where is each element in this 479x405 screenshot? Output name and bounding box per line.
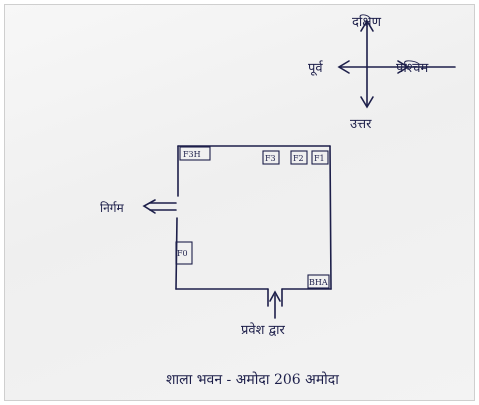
compass-north-label: दक्षिण — [352, 14, 382, 30]
south-arrowhead — [360, 96, 374, 109]
exit-marker: निर्गम — [100, 199, 177, 215]
entrance-marker: प्रवेश द्वार — [241, 288, 285, 338]
room-bha-box — [307, 274, 330, 289]
east-arrowhead — [397, 60, 410, 74]
room-f3h-label: F3H — [183, 150, 201, 159]
room-f3h: F3H — [179, 146, 211, 161]
room-f3h-box — [179, 146, 211, 161]
building-outline — [175, 145, 332, 290]
compass-west-label: पूर्व — [308, 60, 324, 76]
room-f1-label: F1 — [314, 154, 325, 163]
room-f0: F0 — [175, 241, 193, 265]
exit-arrowhead — [142, 199, 156, 214]
room-f0-label: F0 — [177, 249, 188, 258]
room-f2-box — [290, 150, 308, 165]
north-arrowhead — [360, 19, 374, 32]
west-arrowhead — [337, 60, 350, 74]
compass-east-label: पश्चिम — [396, 60, 429, 76]
compass-south-label: उत्तर — [350, 117, 372, 132]
room-bha: BHA — [307, 274, 330, 289]
entrance-label: प्रवेश द्वार — [241, 322, 285, 338]
drawing-caption: शाला भवन - अमोदा 206 अमोदा — [166, 371, 339, 388]
room-f2-label: F2 — [293, 154, 304, 163]
room-f0-box — [175, 241, 193, 265]
drawing-frame — [4, 4, 475, 401]
room-f3-label: F3 — [265, 154, 276, 163]
exit-label: निर्गम — [100, 201, 125, 215]
room-f1-box — [311, 150, 329, 165]
compass: दक्षिण पूर्व पश्चिम उत्तर — [308, 14, 456, 132]
room-bha-label: BHA — [309, 278, 328, 287]
room-f2: F2 — [290, 150, 308, 165]
entrance-arrowhead — [269, 290, 281, 302]
room-f3: F3 — [262, 150, 280, 165]
wall-right — [329, 145, 332, 290]
room-f1: F1 — [311, 150, 329, 165]
room-f3-box — [262, 150, 280, 165]
